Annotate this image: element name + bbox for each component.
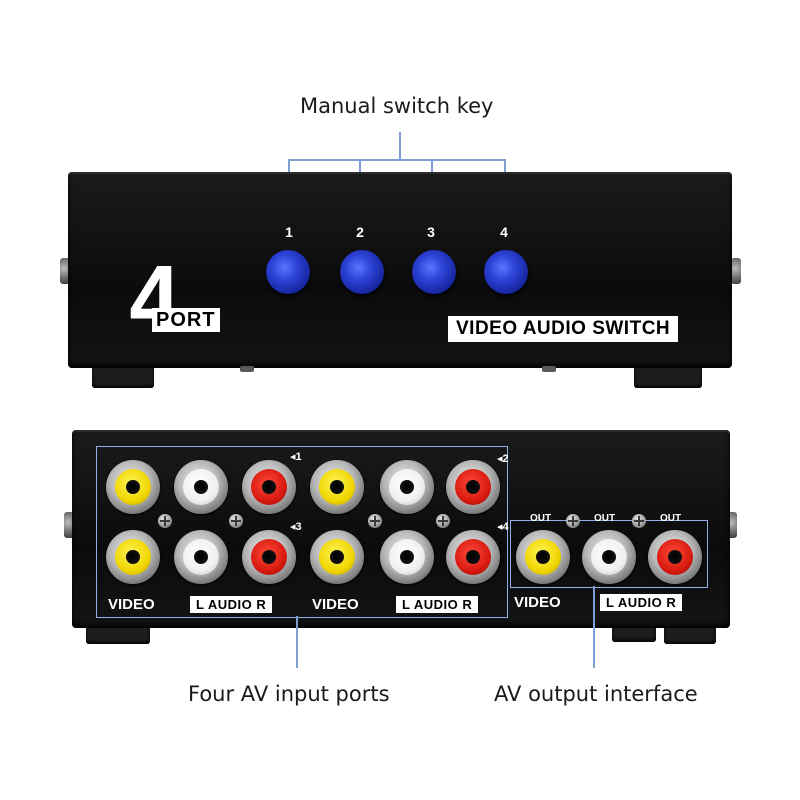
video-label-1: VIDEO bbox=[108, 596, 155, 613]
logo-port-box: PORT bbox=[152, 308, 220, 332]
manual-switch-key-caption: Manual switch key bbox=[300, 94, 494, 118]
switch-button-2[interactable] bbox=[340, 250, 384, 294]
av-output-interface-caption: AV output interface bbox=[494, 682, 698, 706]
switch-button-4[interactable] bbox=[484, 250, 528, 294]
output-audio-right-jack[interactable] bbox=[648, 530, 702, 584]
input-ports-outline bbox=[96, 446, 508, 618]
audio-label-1: L AUDIO R bbox=[190, 596, 273, 613]
callout-line bbox=[593, 586, 595, 668]
input-marker-2: ◂2 bbox=[497, 453, 509, 465]
panel-screw bbox=[229, 514, 243, 528]
panel-screw bbox=[566, 514, 580, 528]
switch-button-3[interactable] bbox=[412, 250, 456, 294]
audio-label-2: L AUDIO R bbox=[396, 596, 479, 613]
callout-line bbox=[399, 132, 401, 160]
input4-audio-left-jack[interactable] bbox=[380, 530, 434, 584]
callout-line bbox=[288, 159, 506, 161]
audio-label-output: L AUDIO R bbox=[600, 594, 683, 611]
input2-audio-right-jack[interactable] bbox=[446, 460, 500, 514]
side-screw bbox=[64, 512, 74, 538]
button-number-3: 3 bbox=[427, 224, 435, 240]
button-number-4: 4 bbox=[500, 224, 508, 240]
input1-audio-left-jack[interactable] bbox=[174, 460, 228, 514]
input3-audio-left-jack[interactable] bbox=[174, 530, 228, 584]
input-marker-4: ◂4 bbox=[497, 521, 509, 533]
panel-screw bbox=[368, 514, 382, 528]
input4-audio-right-jack[interactable] bbox=[446, 530, 500, 584]
input3-audio-right-jack[interactable] bbox=[242, 530, 296, 584]
input2-video-jack[interactable] bbox=[310, 460, 364, 514]
input4-video-jack[interactable] bbox=[310, 530, 364, 584]
input-marker-3: ◂3 bbox=[290, 521, 302, 533]
out-label-audio-right: OUT bbox=[660, 513, 682, 524]
bottom-screw bbox=[542, 366, 556, 372]
side-screw bbox=[731, 258, 741, 284]
brand-label: VIDEO AUDIO SWITCH bbox=[448, 316, 679, 342]
panel-screw bbox=[436, 514, 450, 528]
logo-number: 4 bbox=[129, 246, 181, 353]
panel-screw bbox=[158, 514, 172, 528]
video-label-output: VIDEO bbox=[514, 594, 561, 611]
input1-video-jack[interactable] bbox=[106, 460, 160, 514]
input-marker-1: ◂1 bbox=[290, 451, 302, 463]
output-ports-outline bbox=[510, 520, 708, 588]
input1-audio-right-jack[interactable] bbox=[242, 460, 296, 514]
bottom-screw bbox=[240, 366, 254, 372]
video-label-2: VIDEO bbox=[312, 596, 359, 613]
output-audio-left-jack[interactable] bbox=[582, 530, 636, 584]
side-screw bbox=[60, 258, 70, 284]
input2-audio-left-jack[interactable] bbox=[380, 460, 434, 514]
switch-button-1[interactable] bbox=[266, 250, 310, 294]
callout-line bbox=[296, 616, 298, 668]
output-video-jack[interactable] bbox=[516, 530, 570, 584]
button-number-1: 1 bbox=[285, 224, 293, 240]
side-screw bbox=[727, 512, 737, 538]
button-number-2: 2 bbox=[356, 224, 364, 240]
four-av-input-ports-caption: Four AV input ports bbox=[188, 682, 390, 706]
out-label-audio-left: OUT bbox=[594, 513, 616, 524]
out-label-video: OUT bbox=[530, 513, 552, 524]
panel-screw bbox=[632, 514, 646, 528]
input3-video-jack[interactable] bbox=[106, 530, 160, 584]
